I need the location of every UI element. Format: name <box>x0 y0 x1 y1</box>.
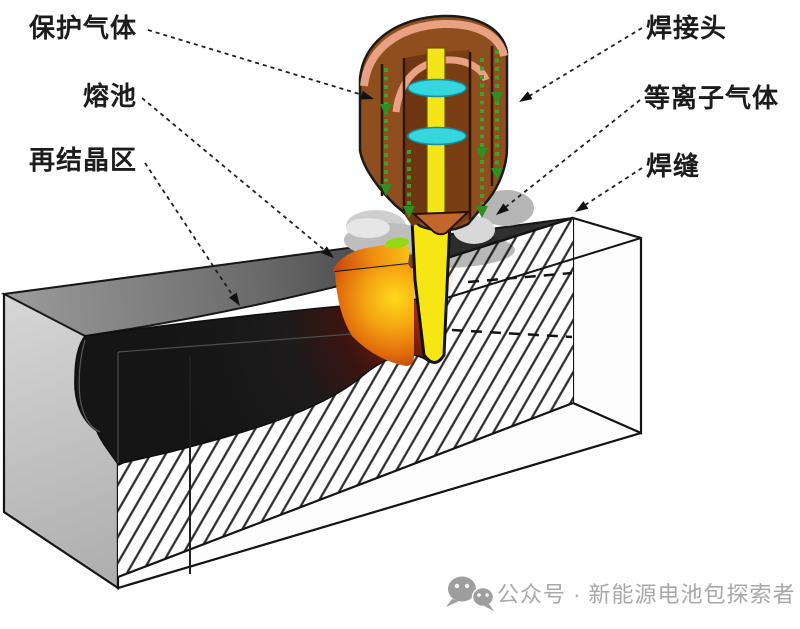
label-molten-pool: 熔池 <box>83 81 137 111</box>
nozzle-cone <box>411 210 471 236</box>
plasma-disc-lower <box>407 126 467 146</box>
weld-zone-inner-edge-h <box>117 330 393 353</box>
keyhole-plasma-column <box>410 218 452 364</box>
front-top-edge-line <box>439 237 642 301</box>
plasma-disc-upper <box>407 78 467 98</box>
torch-rim-copper-inner <box>392 56 490 113</box>
leader-welding-head <box>519 27 643 102</box>
label-welding-head: 焊接头 <box>646 13 727 43</box>
hidden-seam-dash-2 <box>451 328 573 339</box>
workpiece-right-face <box>571 216 643 435</box>
leader-shielding-gas <box>147 29 374 100</box>
leader-recrystallization-zone <box>144 162 240 306</box>
gas-flow-arrowheads <box>380 92 503 218</box>
plasma-glow-green <box>385 237 409 249</box>
welding-torch <box>358 14 509 236</box>
label-shielding-gas: 保护气体 <box>28 13 137 43</box>
leader-molten-pool <box>141 97 334 258</box>
weld-seam-line <box>446 216 574 260</box>
cut-plane-hatching <box>118 218 573 577</box>
wechat-icon <box>446 576 495 611</box>
label-plasma-gas: 等离子气体 <box>644 83 779 113</box>
leader-weld-seam <box>575 167 643 212</box>
gas-cloud-left-highlight <box>346 218 390 238</box>
label-recrystallization-zone: 再结晶区 <box>29 145 137 175</box>
hidden-seam-dash-1 <box>467 271 573 284</box>
cut-plane-bottom-edge <box>117 401 574 579</box>
label-weld-seam: 焊缝 <box>646 151 700 181</box>
weld-zone-corner-highlight <box>78 339 101 433</box>
watermark-text: 公众号 · 新能源电池包探索者 <box>497 582 796 607</box>
leader-plasma-gas <box>496 99 641 215</box>
molten-pool-section <box>335 264 414 366</box>
torch-rim-copper-outer <box>360 19 508 87</box>
watermark: 公众号 · 新能源电池包探索者 <box>446 576 796 611</box>
